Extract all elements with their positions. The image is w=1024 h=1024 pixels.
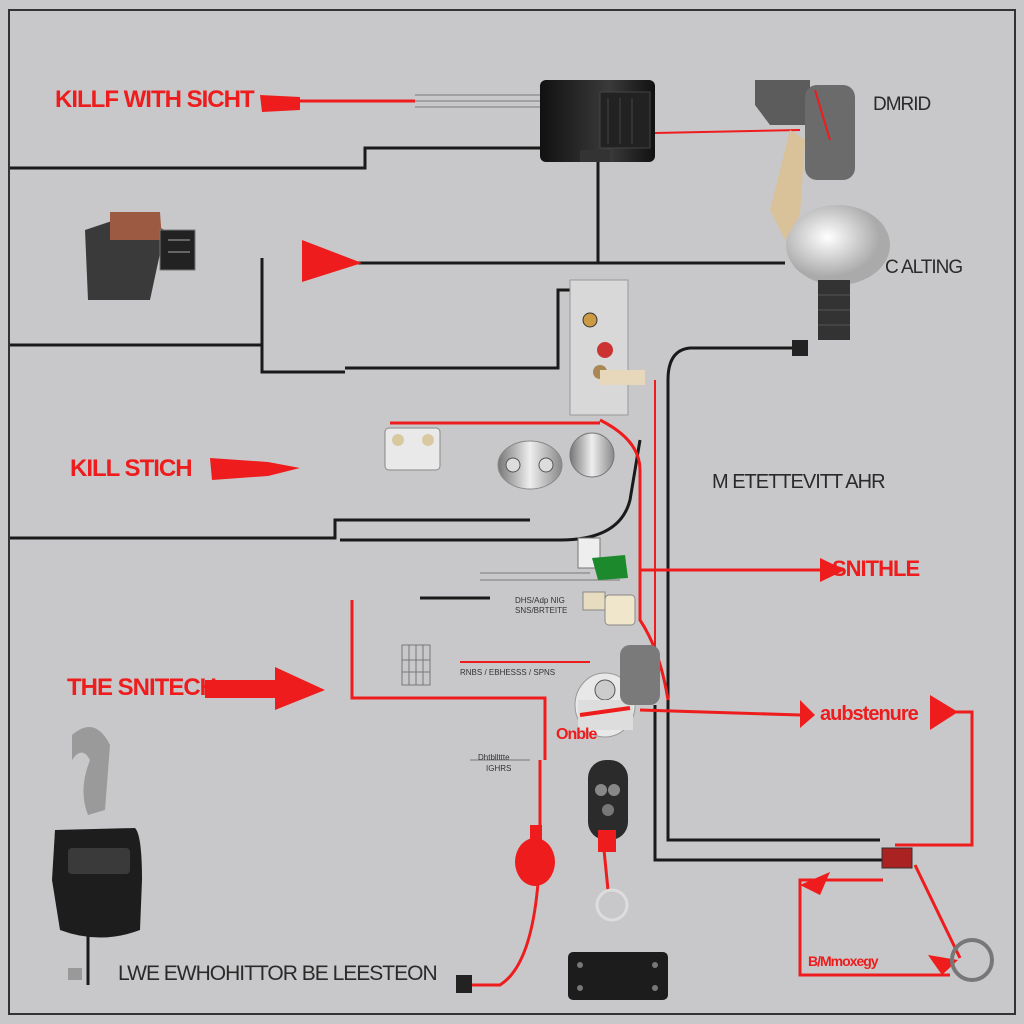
small-text-2: SNS/BRTEITE [515, 606, 568, 615]
fuse-holder-icon [582, 591, 636, 626]
small-text-6: Dhtbllttte [478, 753, 510, 762]
label-bottom-right: B/Mmoxegy [808, 953, 879, 969]
label-aubstenure: aubstenure [820, 703, 919, 725]
relay-connector-icon [540, 80, 655, 162]
arrow-lower-right [800, 872, 830, 895]
arrow-aub [800, 700, 815, 728]
small-text-7: IGHRS [486, 764, 512, 773]
wire-red-right-loop [895, 710, 974, 847]
green-connector-icon [577, 537, 628, 580]
wire-black-loop [260, 258, 345, 374]
label-the-switch: THE SNITECH [67, 674, 217, 701]
arrow-mid [302, 240, 362, 282]
arrow-kill [210, 458, 300, 480]
wire-black-bottom [653, 705, 890, 862]
label-dmrid: DMRID [873, 94, 931, 115]
wire-black-curve [340, 439, 642, 542]
wire-red-lower-right [798, 878, 950, 977]
wire-red-curve [599, 418, 670, 701]
remote-fob-icon [588, 760, 629, 922]
label-calting: C ALTING [885, 257, 963, 278]
key-tag-icon [574, 645, 660, 738]
small-plug-icon [456, 975, 472, 993]
plug-connector-icon [85, 212, 196, 300]
wire-red-relay-right [654, 129, 801, 134]
wire-black-lower [10, 518, 530, 540]
wire-red-diag [913, 864, 962, 959]
key-fob-icon [52, 727, 142, 938]
arrow-the-switch [205, 667, 325, 710]
wire-black-to-switch [345, 288, 580, 370]
arrow-snithle [820, 558, 845, 582]
wire-black-right [666, 346, 880, 842]
gray-wires [415, 94, 620, 761]
wire-red-aub [639, 708, 801, 717]
ring-terminal-icon [881, 847, 994, 982]
label-snithle: SNITHLE [832, 556, 920, 581]
label-kill-stich: KILL STICH [70, 455, 193, 482]
small-text-4: RNBS / EBHESSS / SPNS [460, 668, 556, 677]
red-arrows [205, 95, 958, 975]
switch-stack-icon [384, 279, 645, 490]
frame-border [8, 9, 1016, 1015]
label-kill-switch-top: KILLF WITH SICHT [55, 86, 255, 113]
red-fuse-bulb-icon [515, 825, 555, 886]
red-wires [300, 99, 974, 987]
arrow-right-top [930, 695, 958, 730]
small-text-1: DHS/Adp NIG [515, 596, 565, 605]
ignition-switch-icon [755, 80, 890, 356]
grommet-icon [568, 952, 668, 1000]
wire-red-loop [350, 600, 547, 760]
label-electricity-air: M ETETTEVITT AHR [712, 471, 886, 493]
label-bottom-title: LWE EWHOHITTOR BE LEESTEON [118, 962, 438, 985]
label-onble: Onble [556, 726, 597, 743]
small-terminal-icon [68, 968, 82, 980]
grid-terminal-icon [401, 644, 431, 686]
wire-black-top [10, 146, 540, 170]
